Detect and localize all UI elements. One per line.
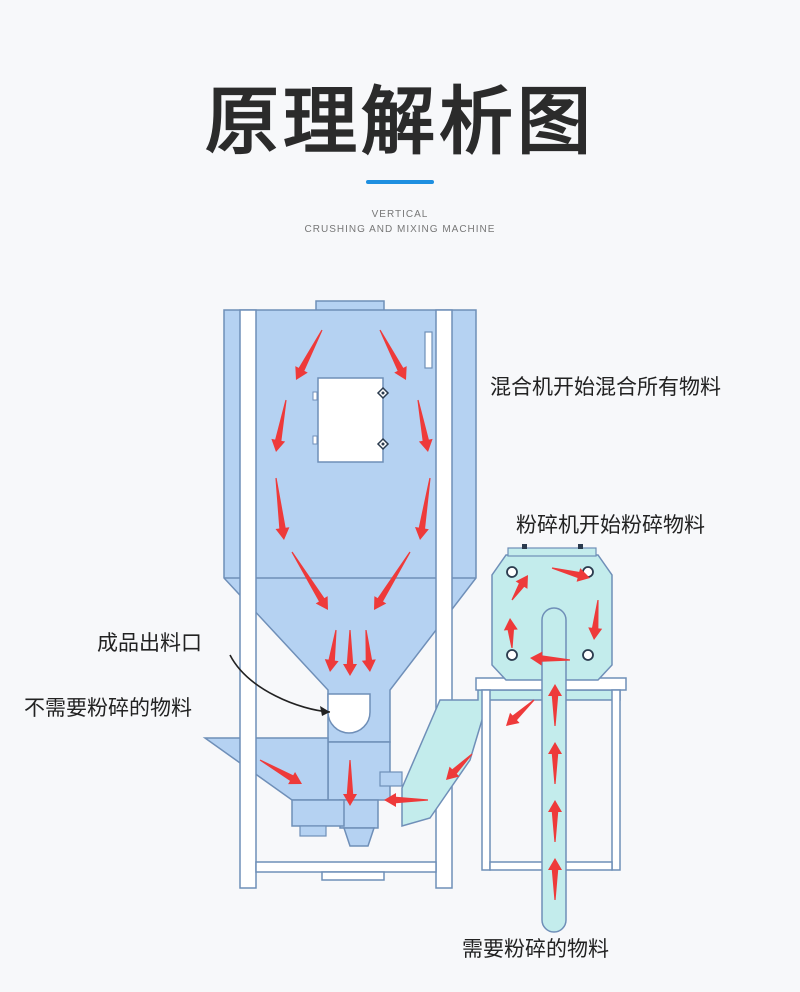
flow-arrow <box>415 477 431 540</box>
flow-arrow <box>548 800 562 842</box>
label-mixing: 混合机开始混合所有物料 <box>490 375 721 399</box>
flow-arrow <box>324 629 339 672</box>
outlet-opening <box>327 693 371 734</box>
flow-arrow <box>503 618 518 649</box>
crusher-bolts <box>506 566 594 661</box>
flow-arrow <box>291 551 328 610</box>
flow-arrow <box>446 753 473 780</box>
subtitle-line-2: CRUSHING AND MIXING MACHINE <box>304 224 496 235</box>
flow-arrow <box>343 760 357 806</box>
inspection-window <box>317 377 384 463</box>
flow-arrow <box>271 399 287 452</box>
flow-arrow <box>506 699 535 726</box>
label-no-crush: 不需要粉碎的物料 <box>24 696 192 720</box>
flow-arrow <box>275 477 290 540</box>
flow-arrow <box>379 329 407 380</box>
flow-arrow <box>551 567 590 582</box>
flow-arrow <box>361 629 376 672</box>
page-title: 原理解析图 <box>205 79 595 165</box>
flow-arrow <box>588 599 603 640</box>
flow-arrow <box>511 575 528 601</box>
label-outlet: 成品出料口 <box>97 631 202 655</box>
flow-arrow <box>548 858 562 900</box>
flow-arrow <box>343 630 357 676</box>
label-need-crush: 需要粉碎的物料 <box>462 937 609 961</box>
label-crushing: 粉碎机开始粉碎物料 <box>516 513 705 537</box>
flow-arrow <box>374 551 411 610</box>
flow-arrow <box>295 329 323 380</box>
flow-arrow <box>384 793 428 807</box>
flow-arrow <box>530 651 571 666</box>
flow-arrow <box>548 684 562 726</box>
title-underline <box>366 180 434 184</box>
flow-arrow <box>259 759 302 785</box>
flow-arrow <box>548 742 562 784</box>
flow-arrows <box>259 329 603 900</box>
subtitle-line-1: VERTICAL <box>371 209 429 220</box>
flow-arrow <box>417 399 433 452</box>
